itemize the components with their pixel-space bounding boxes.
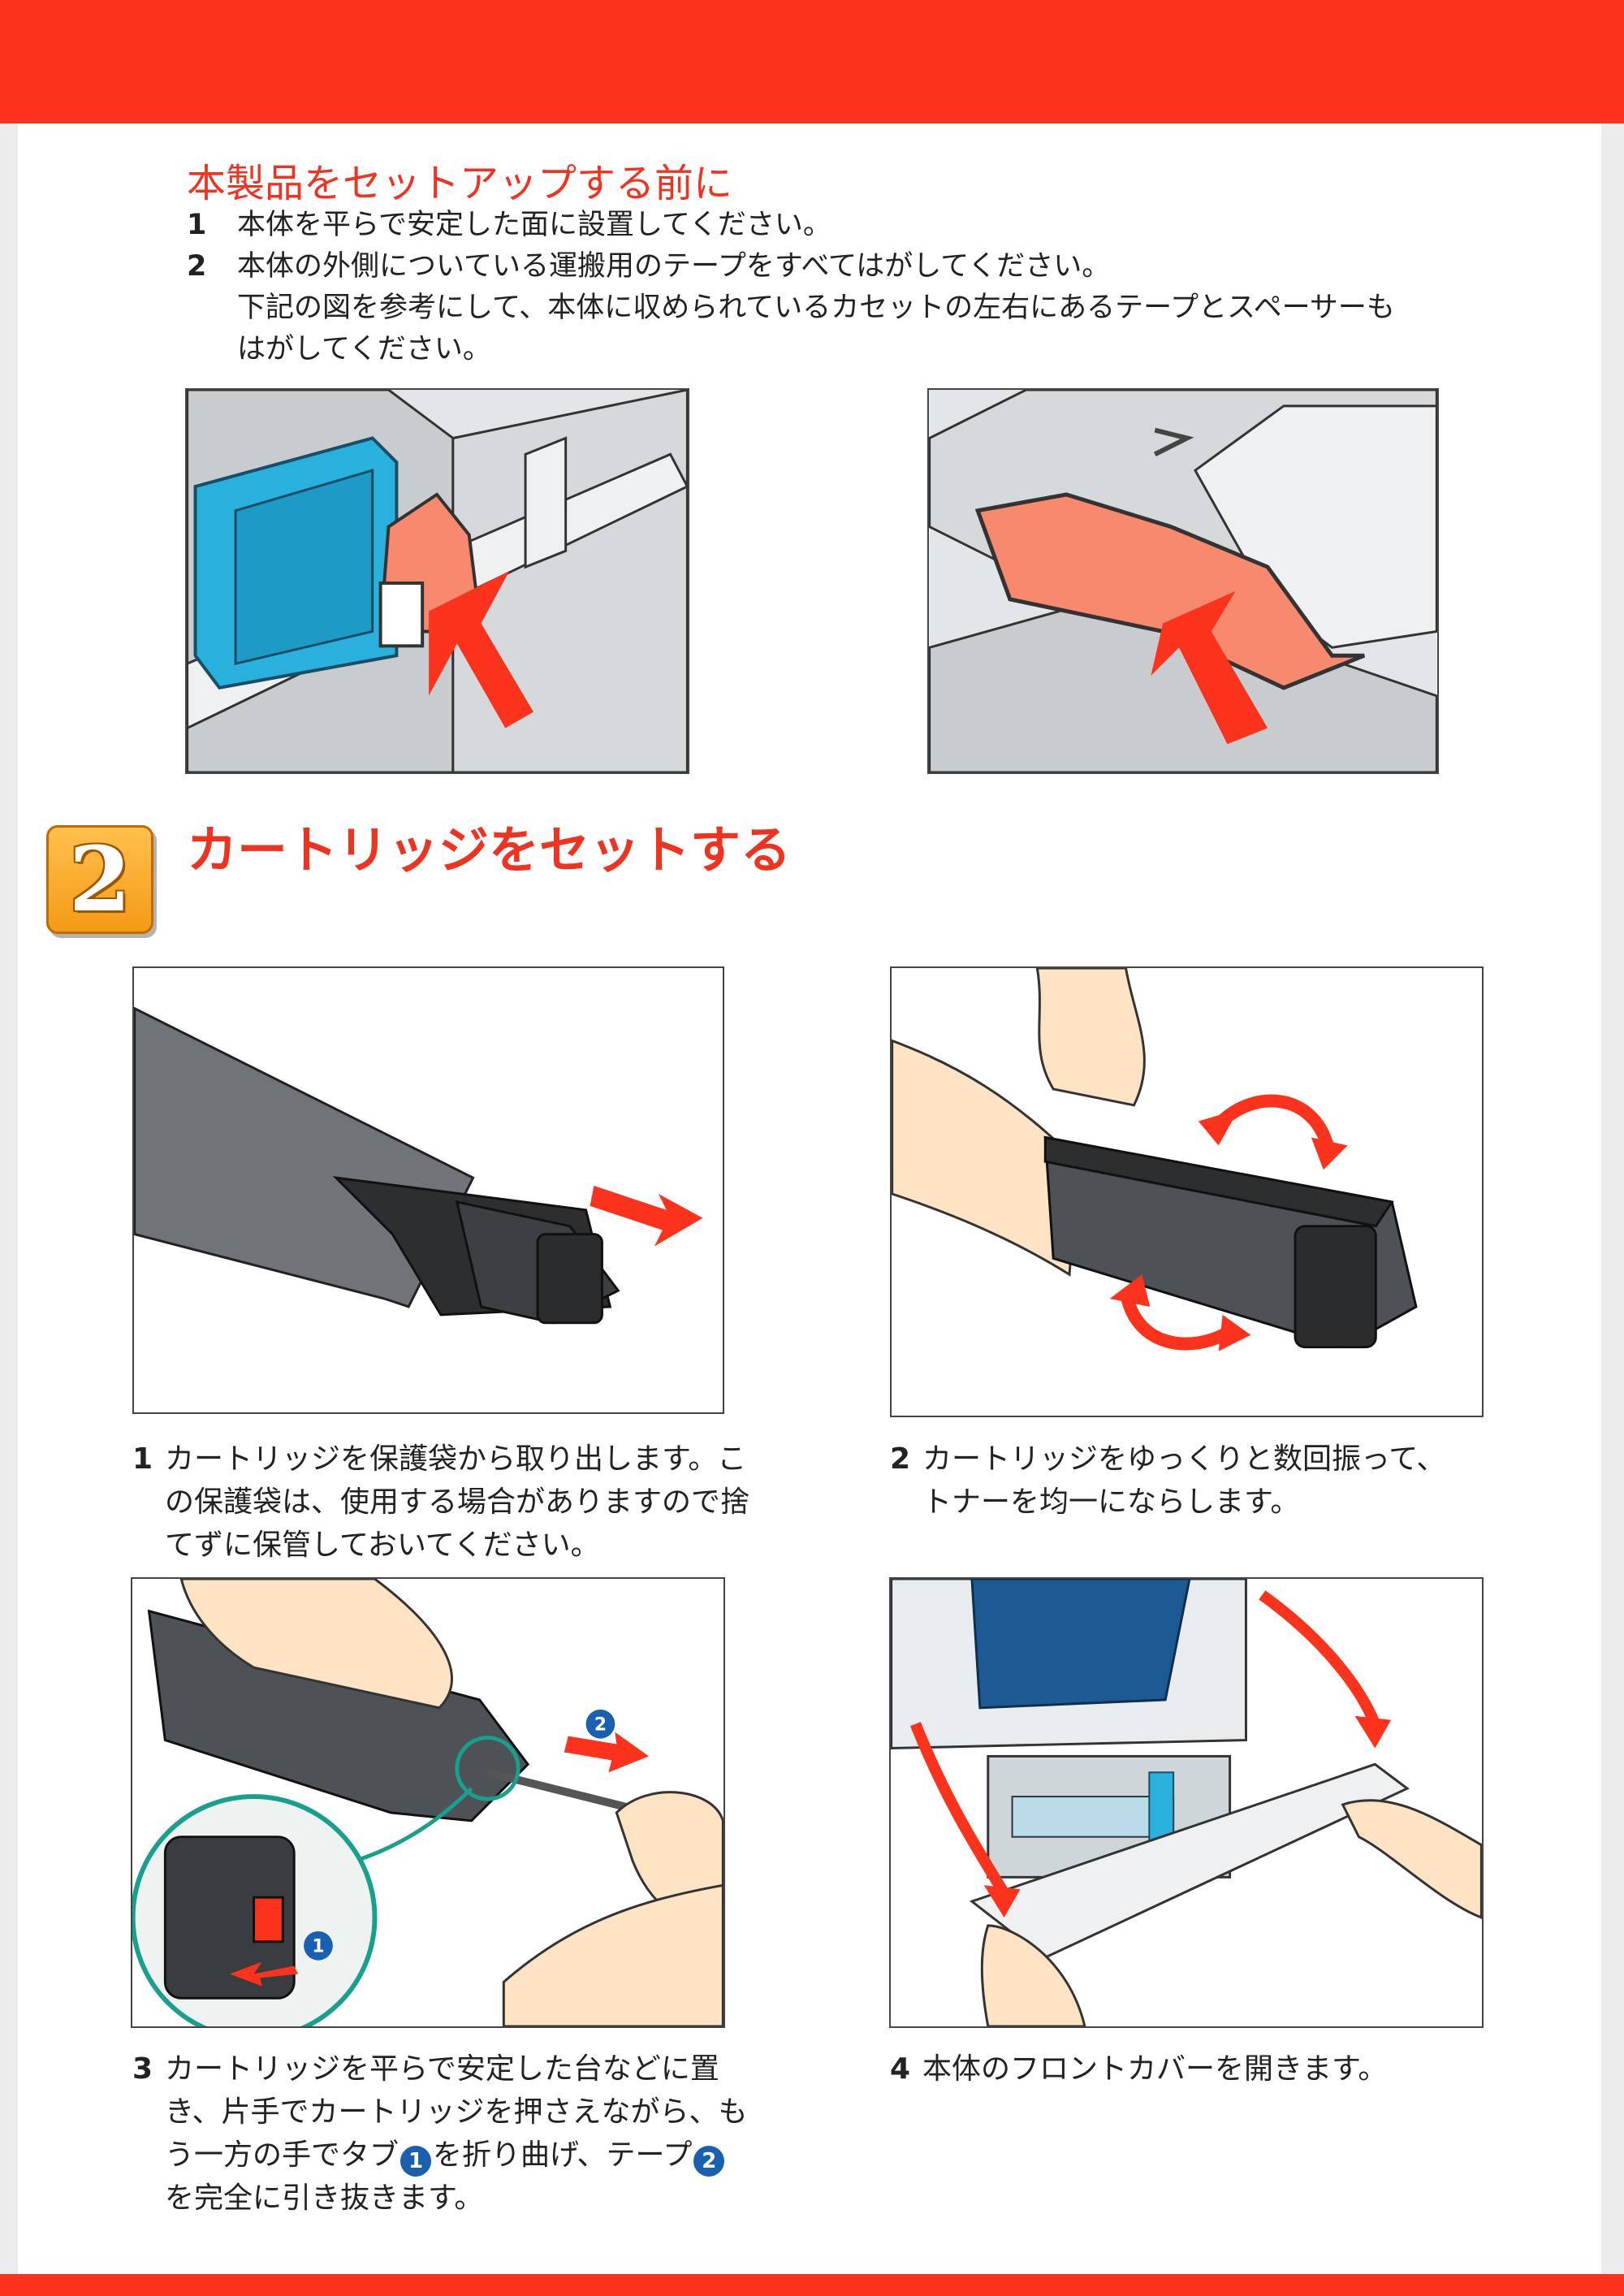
cassette-right-drawing — [929, 390, 1437, 772]
caption-line2: の保護袋は、使用する場合がありますので捨 — [165, 1485, 750, 1519]
caption-number: 3 — [132, 2052, 153, 2086]
step-number: 2 — [187, 250, 207, 283]
caption-step-4: 4 本体のフロントカバーを開きます。 — [890, 2047, 1507, 2091]
printer-drawing — [891, 1579, 1482, 2026]
step-text: 本体を平らで安定した面に設置してください。 — [237, 209, 831, 241]
badge-number: 2 — [68, 827, 132, 932]
caption-line2: き、片手でカートリッジを押さえながら、も — [165, 2095, 748, 2129]
bottom-color-bar — [0, 2274, 1624, 2296]
caption-line4: を完全に引き抜きます。 — [165, 2181, 484, 2215]
step-text-line1: 本体の外側についている運搬用のテープをすべてはがしてください。 — [237, 250, 1111, 283]
section1-title: 本製品をセットアップする前に — [187, 161, 733, 206]
caption-number: 1 — [132, 1442, 153, 1476]
caption-line1: カートリッジを保護袋から取り出します。こ — [165, 1442, 747, 1476]
step-text-line3: はがしてください。 — [237, 333, 491, 365]
caption-line1: カートリッジを平らで安定した台などに置 — [165, 2052, 719, 2086]
tape-drawing: 2 1 — [132, 1579, 723, 2026]
illustration-pull-tape: 2 1 — [131, 1577, 725, 2028]
top-color-bar — [0, 0, 1624, 123]
setup-step-1: 1 本体を平らで安定した面に設置してください。 — [187, 205, 1486, 246]
caption-step-2: 2 カートリッジをゆっくりと数回振って、 トナーを均一にならします。 — [890, 1438, 1507, 1524]
caption-step-3: 3 カートリッジを平らで安定した台などに置 き、片手でカートリッジを押さえながら… — [132, 2047, 774, 2220]
illustration-open-front-cover — [889, 1577, 1484, 2028]
callout-1-label: 1 — [312, 1937, 324, 1957]
illustration-shake-cartridge — [890, 966, 1484, 1417]
step-text-line2: 下記の図を参考にして、本体に収められているカセットの左右にあるテープとスペーサー… — [237, 292, 1395, 324]
setup-step-list: 1 本体を平らで安定した面に設置してください。 2 本体の外側についている運搬用… — [187, 205, 1486, 370]
illustration-cassette-left-tape — [185, 388, 689, 774]
section2-title: カートリッジをセットする — [187, 820, 792, 880]
caption-line3: てずに保管しておいてください。 — [165, 1529, 600, 1562]
caption-line2: トナーを均一にならします。 — [922, 1485, 1300, 1519]
illustration-cassette-right-tape — [927, 388, 1439, 774]
shake-drawing — [892, 968, 1482, 1416]
caption-step-1: 1 カートリッジを保護袋から取り出します。こ の保護袋は、使用する場合があります… — [132, 1438, 774, 1567]
caption-number: 2 — [890, 1442, 911, 1476]
tape-callout-icon: 2 — [693, 2146, 725, 2177]
section2-number-badge: 2 — [46, 825, 153, 934]
tab-callout-icon: 1 — [400, 2146, 432, 2177]
callout-2-label: 2 — [594, 1715, 607, 1736]
bag-drawing — [134, 968, 723, 1412]
caption-line1: 本体のフロントカバーを開きます。 — [922, 2052, 1388, 2086]
caption-number: 4 — [890, 2052, 911, 2086]
caption-line3a: う一方の手でタブ — [165, 2138, 400, 2172]
step-number: 1 — [187, 209, 207, 241]
setup-step-2: 2 本体の外側についている運搬用のテープをすべてはがしてください。 下記の図を参… — [187, 246, 1486, 370]
illustration-remove-from-bag — [132, 966, 724, 1414]
cassette-left-drawing — [187, 390, 688, 772]
caption-line1: カートリッジをゆっくりと数回振って、 — [922, 1442, 1446, 1476]
caption-line3b: を折り曲げ、テープ — [433, 2138, 693, 2172]
